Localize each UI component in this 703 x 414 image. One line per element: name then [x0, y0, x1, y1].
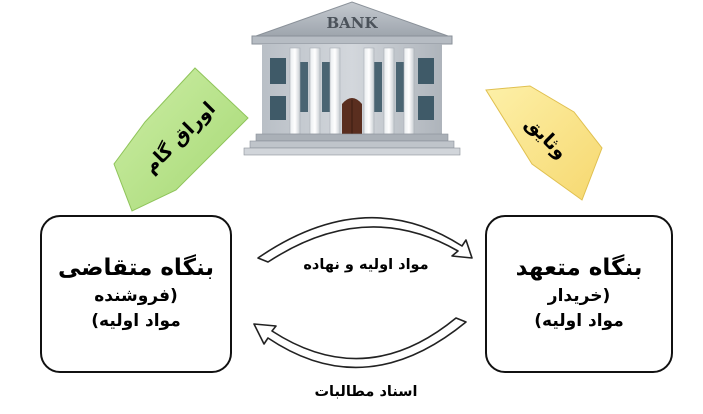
bank-icon	[243, 1, 461, 156]
bank-sign: BANK	[326, 14, 378, 32]
obligor-firm-box: بنگاه متعهد (خریدار مواد اولیه)	[485, 215, 673, 373]
flow-top-label: مواد اولیه و نهاده	[303, 257, 429, 273]
obligor-firm-title: بنگاه متعهد	[515, 255, 643, 282]
applicant-firm-box: بنگاه متقاضی (فروشنده مواد اولیه)	[40, 215, 232, 373]
left-tag: اوراق گام	[113, 67, 249, 212]
flow-arrow-bottom	[253, 317, 467, 369]
obligor-firm-line1: (خریدار	[547, 286, 611, 307]
flow-arrow-top	[257, 216, 473, 263]
applicant-firm-title: بنگاه متقاضی	[58, 255, 214, 282]
right-tag: وثایق	[485, 85, 603, 201]
flow-bottom-label: اسناد مطالبات	[314, 384, 418, 400]
applicant-firm-line1: (فروشنده	[94, 286, 178, 307]
applicant-firm-line2: مواد اولیه)	[91, 310, 181, 331]
obligor-firm-line2: مواد اولیه)	[534, 310, 624, 331]
